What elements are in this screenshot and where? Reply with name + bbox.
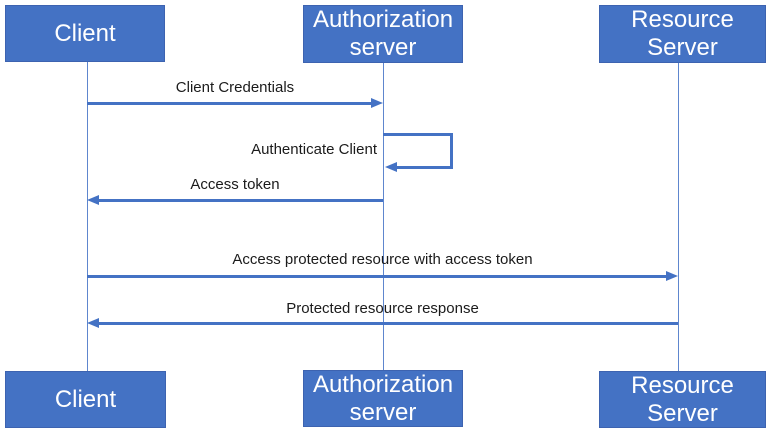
actor-label: Authorization server [312, 370, 454, 426]
arrow-line [87, 101, 372, 105]
arrow-line [98, 198, 383, 202]
actor-client-bottom: Client [5, 371, 166, 428]
arrow-line [87, 274, 667, 278]
self-loop-bottom-line [396, 166, 453, 169]
actor-label: Resource Server [631, 371, 734, 427]
arrow-line [98, 321, 678, 325]
actor-client-top: Client [5, 5, 165, 62]
message-label: Access token [190, 176, 280, 193]
self-loop-top-line [383, 132, 453, 136]
lifeline-authorization-server [382, 63, 384, 371]
arrowhead-right [666, 270, 678, 281]
lifeline-resource-server [677, 63, 679, 371]
actor-label: Resource Server [631, 6, 734, 61]
message-label: Client Credentials [175, 79, 295, 96]
arrowhead-left [385, 162, 397, 172]
actor-authorization-server-bottom: Authorization server [303, 370, 463, 427]
actor-label: Client [54, 385, 117, 413]
message-label: Protected resource response [286, 300, 479, 317]
message-label: Access protected resource with access to… [232, 251, 533, 268]
actor-resource-server-bottom: Resource Server [599, 371, 766, 428]
message-label: Authenticate Client [251, 141, 377, 158]
arrowhead-left [87, 194, 99, 205]
actor-label: Client [54, 19, 116, 47]
actor-authorization-server-top: Authorization server [303, 5, 463, 63]
self-loop-right-line [450, 132, 453, 169]
lifeline-client [86, 62, 88, 371]
actor-label: Authorization server [312, 6, 454, 61]
actor-resource-server-top: Resource Server [599, 5, 766, 63]
arrowhead-right [371, 97, 383, 108]
arrowhead-left [87, 317, 99, 328]
